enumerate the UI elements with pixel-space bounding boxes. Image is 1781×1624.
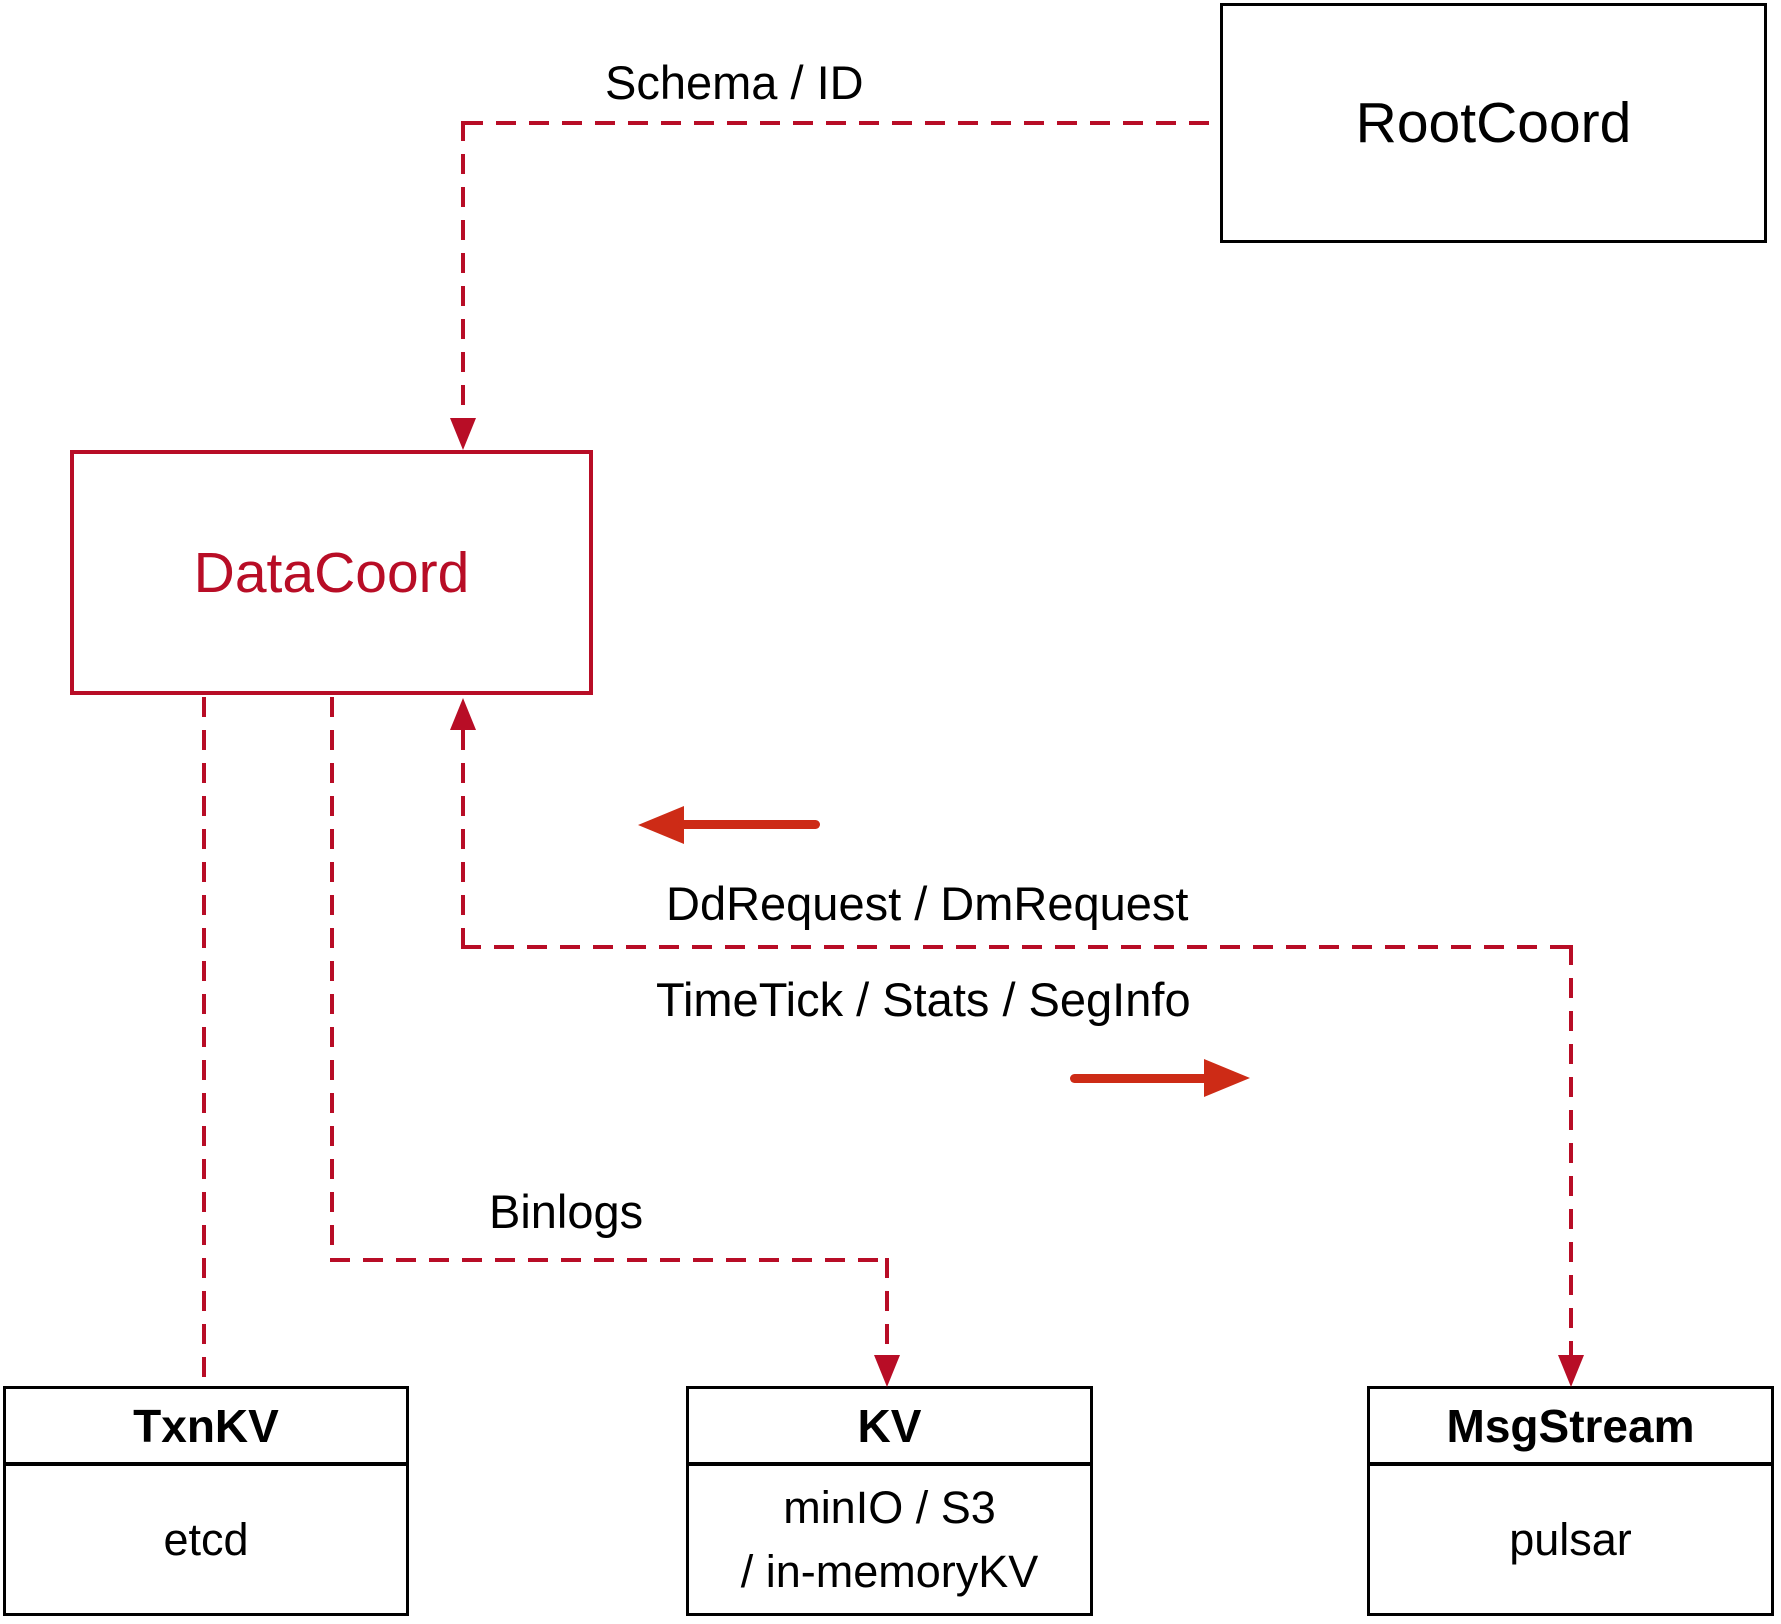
edge-requests-vline-right (1569, 945, 1573, 1357)
node-msgstream-header: MsgStream (1370, 1389, 1771, 1466)
edge-txnkv-vline (202, 697, 206, 1386)
edge-label-timetick: TimeTick / Stats / SegInfo (656, 973, 1191, 1026)
edge-binlogs-vline-lower (885, 1258, 889, 1357)
node-msgstream: MsgStream pulsar (1367, 1386, 1774, 1616)
node-msgstream-body: pulsar (1370, 1466, 1771, 1613)
node-rootcoord-label: RootCoord (1355, 91, 1632, 155)
edge-binlogs-arrowhead-icon (874, 1355, 900, 1387)
direction-arrow-right-icon (1204, 1059, 1250, 1097)
edge-binlogs-hline (330, 1258, 889, 1262)
direction-arrow-right-shaft (1070, 1074, 1210, 1083)
edge-requests-arrowhead-up-icon (450, 698, 476, 730)
edge-schema-id-arrowhead-icon (450, 418, 476, 450)
node-txnkv: TxnKV etcd (3, 1386, 409, 1616)
node-txnkv-row: etcd (163, 1513, 249, 1565)
node-kv-row: / in-memoryKV (740, 1545, 1039, 1597)
edge-label-schema-id: Schema / ID (605, 56, 864, 109)
node-kv-header: KV (689, 1389, 1090, 1466)
node-kv-body: minIO / S3 / in-memoryKV (689, 1466, 1090, 1613)
node-kv: KV minIO / S3 / in-memoryKV (686, 1386, 1093, 1616)
node-msgstream-row: pulsar (1509, 1513, 1632, 1565)
edge-binlogs-vline-upper (330, 697, 334, 1262)
edge-requests-arrowhead-down-icon (1558, 1355, 1584, 1387)
node-rootcoord: RootCoord (1220, 3, 1767, 243)
node-txnkv-body: etcd (6, 1466, 406, 1613)
node-datacoord: DataCoord (70, 450, 593, 695)
edge-requests-vline-left (461, 730, 465, 949)
node-datacoord-label: DataCoord (193, 540, 470, 605)
direction-arrow-left-icon (638, 806, 684, 844)
edge-schema-id-hline (463, 121, 1220, 125)
edge-label-binlogs: Binlogs (489, 1185, 644, 1238)
edge-label-ddrequest: DdRequest / DmRequest (666, 877, 1189, 930)
direction-arrow-left-shaft (678, 820, 820, 829)
node-txnkv-header: TxnKV (6, 1389, 406, 1466)
edge-schema-id-vline (461, 121, 465, 418)
node-kv-row: minIO / S3 (783, 1481, 996, 1533)
edge-requests-hline (461, 945, 1573, 949)
